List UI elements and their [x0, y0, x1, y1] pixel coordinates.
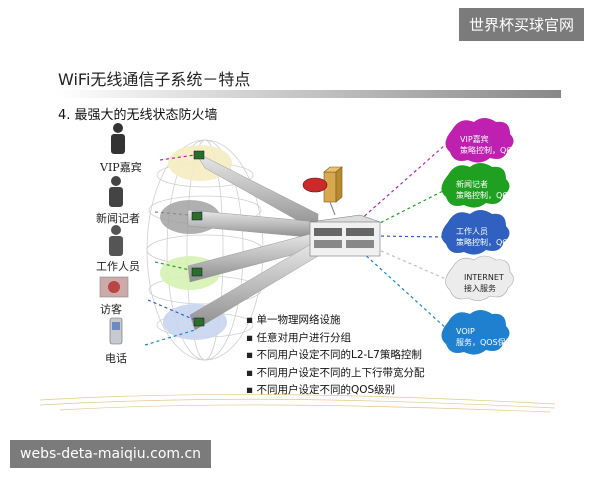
slide-subtitle: 4. 最强大的无线状态防火墙 [58, 108, 218, 123]
user-label-staff: 工作人员 [96, 260, 140, 273]
core-switch-icon [309, 214, 381, 257]
dashed-links [144, 144, 449, 346]
feature-item: 不同用户设定不同的上下行带宽分配 [246, 365, 424, 383]
ap-device-icon [191, 267, 203, 277]
watermark-top: 世界杯买球官网 [459, 8, 585, 41]
ap-device-icon [193, 317, 205, 327]
user-label-vip: VIP嘉宾 [100, 161, 142, 174]
user-label-press: 新闻记者 [96, 212, 140, 225]
cloud-line: 工作人员 [456, 227, 488, 236]
reporter-person-icon [109, 176, 123, 207]
cloud-line: 策略控制，QOS [456, 238, 514, 247]
cloud-line: INTERNET [464, 273, 504, 282]
cloud-line: 接入服务 [464, 284, 496, 293]
cloud-text-vip: VIP嘉宾 策略控制，QOS [460, 134, 518, 156]
cloud-internet [445, 255, 514, 301]
vip-person-icon [111, 123, 125, 154]
cloud-text-voip: VOIP 服务，QOS保证 [456, 326, 514, 348]
worker-person-icon [109, 225, 123, 256]
cloud-staff [441, 210, 510, 255]
cloud-text-staff: 工作人员 策略控制，QOS [456, 226, 514, 248]
cloud-voip [441, 310, 510, 355]
firewall-server-icon [302, 166, 343, 216]
feature-item: 单一物理网络设施 [246, 312, 424, 330]
cloud-press [441, 163, 510, 208]
cloud-line: 策略控制，QOS [456, 191, 514, 200]
ap-device-icon [193, 150, 205, 160]
slide-title: WiFi无线通信子系统－特点 [58, 70, 251, 89]
cloud-line: 策略控制，QOS [460, 146, 518, 155]
cloud-text-press: 新闻记者 策略控制，QOS [456, 179, 514, 201]
feature-item: 不同用户设定不同的L2-L7策略控制 [246, 347, 424, 365]
feature-list: 单一物理网络设施 任意对用户进行分组 不同用户设定不同的L2-L7策略控制 不同… [246, 312, 424, 400]
ap-device-icon [191, 211, 203, 221]
watermark-bottom: webs-deta-maiqiu.com.cn [10, 440, 212, 468]
phone-icon [109, 317, 123, 345]
cloud-line: 新闻记者 [456, 180, 488, 189]
feature-item: 任意对用户进行分组 [246, 330, 424, 348]
feature-item: 不同用户设定不同的QOS级别 [246, 382, 424, 400]
cloud-text-internet: INTERNET 接入服务 [464, 272, 504, 294]
cloud-line: VOIP [456, 327, 475, 336]
cloud-line: 服务，QOS保证 [456, 338, 514, 347]
cloud-vip [445, 118, 514, 163]
user-label-phone: 电话 [105, 352, 127, 365]
visitor-photo-icon [99, 276, 129, 298]
cloud-line: VIP嘉宾 [460, 135, 489, 144]
title-underline [56, 90, 561, 98]
user-label-guest: 访客 [100, 303, 122, 316]
